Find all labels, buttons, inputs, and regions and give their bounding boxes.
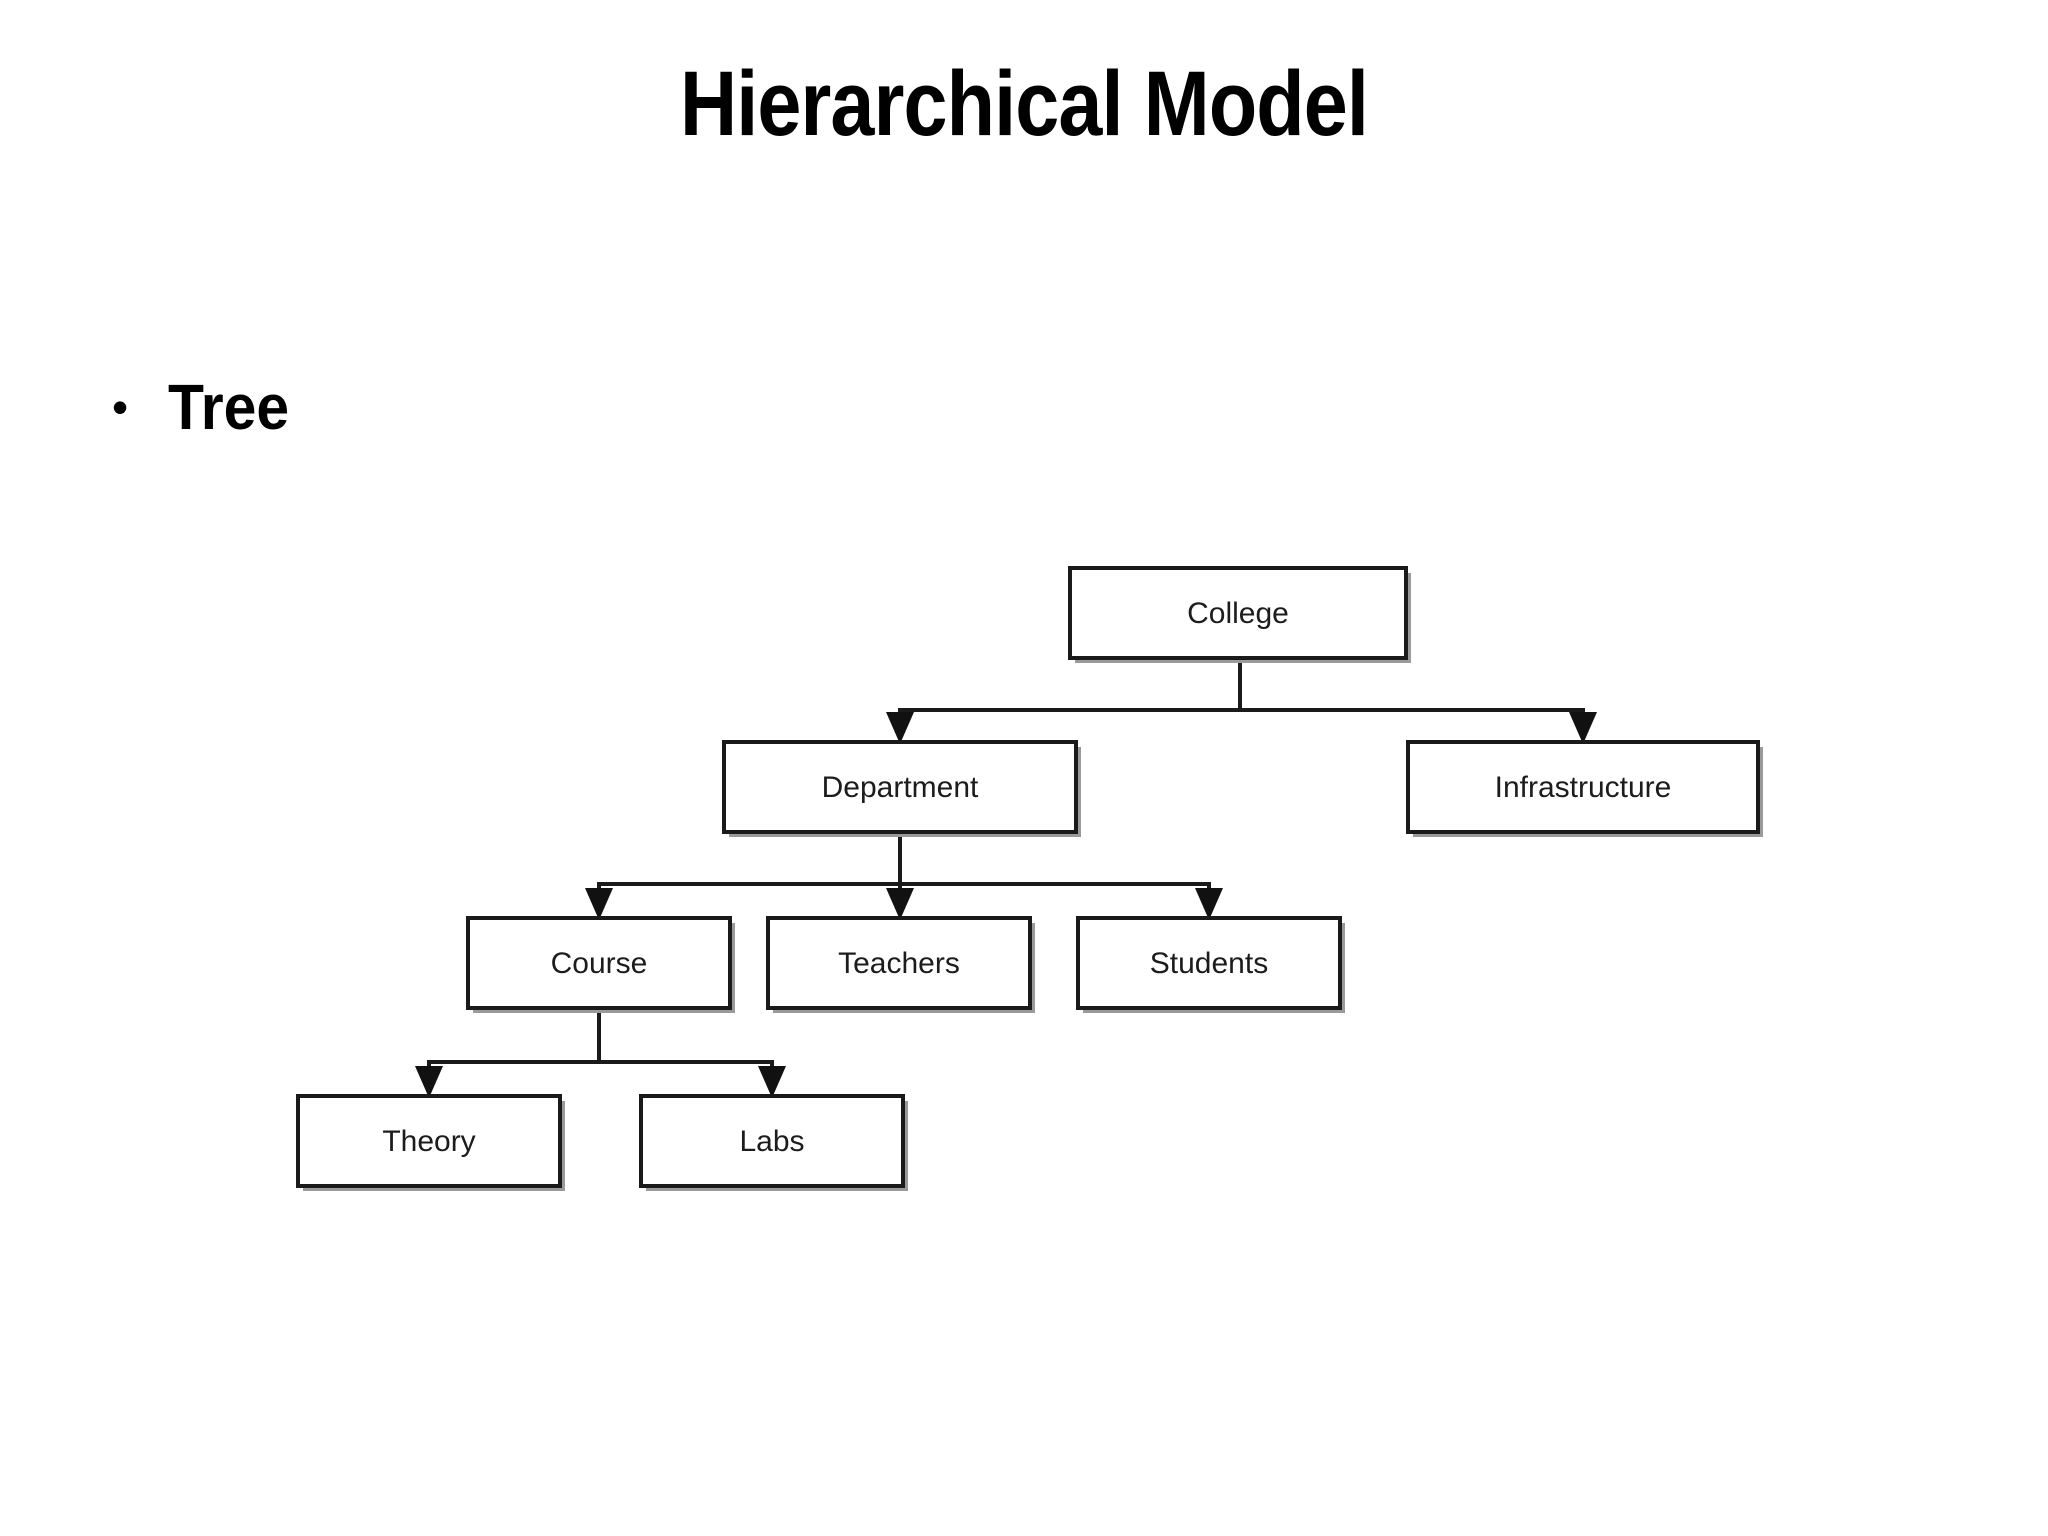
edge-course-theory xyxy=(415,1008,601,1098)
bullet-dot-icon: • xyxy=(112,381,129,433)
bullet-list: • Tree xyxy=(112,371,1412,443)
node-labs-label: Labs xyxy=(739,1125,804,1158)
node-infrastructure[interactable]: Infrastructure xyxy=(1406,740,1763,837)
list-item: • Tree xyxy=(112,371,1412,443)
node-theory-label: Theory xyxy=(382,1125,475,1158)
node-course[interactable]: Course xyxy=(466,916,735,1013)
edge-department-students xyxy=(900,882,1223,920)
node-course-label: Course xyxy=(551,947,648,980)
node-theory[interactable]: Theory xyxy=(296,1094,565,1191)
node-students-label: Students xyxy=(1150,947,1268,980)
node-department[interactable]: Department xyxy=(722,740,1081,837)
bullet-item-label: Tree xyxy=(168,371,290,443)
node-college-label: College xyxy=(1187,597,1289,630)
edge-department-course xyxy=(585,832,902,920)
node-infrastructure-label: Infrastructure xyxy=(1495,771,1672,804)
node-department-label: Department xyxy=(822,771,979,804)
edge-department-teachers xyxy=(886,832,914,920)
node-teachers-label: Teachers xyxy=(838,947,960,980)
node-students[interactable]: Students xyxy=(1076,916,1345,1013)
edge-course-labs xyxy=(599,1060,786,1098)
edge-college-department xyxy=(886,658,1242,744)
page-title: Hierarchical Model xyxy=(679,53,1369,155)
node-teachers[interactable]: Teachers xyxy=(766,916,1035,1013)
edge-college-infrastructure xyxy=(1238,658,1597,744)
node-labs[interactable]: Labs xyxy=(639,1094,908,1191)
node-college[interactable]: College xyxy=(1068,566,1411,663)
